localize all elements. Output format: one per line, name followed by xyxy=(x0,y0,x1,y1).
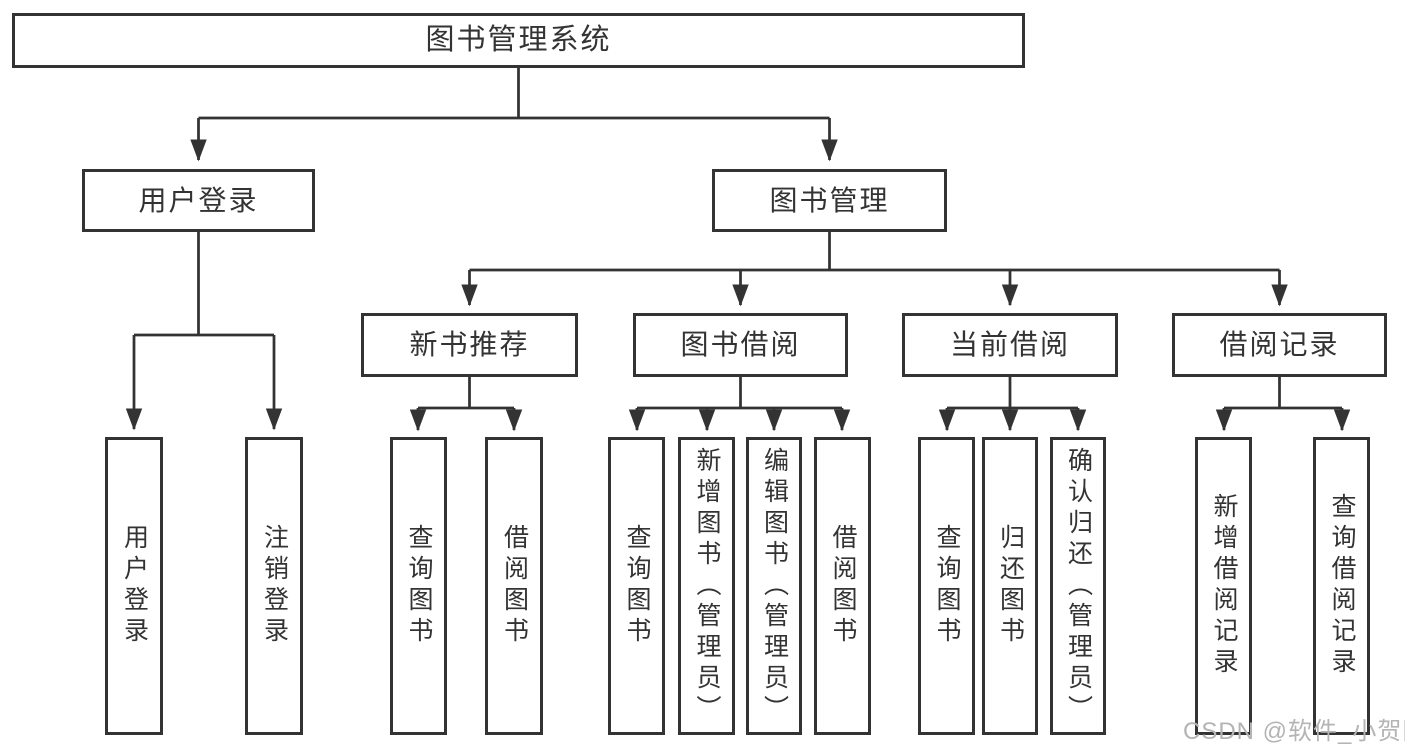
node-label: 当前借阅 xyxy=(949,329,1070,360)
leaf-query-books-1: 查询图书 xyxy=(390,437,447,735)
leaf-query-books-2: 查询图书 xyxy=(608,437,665,735)
node-book-borrowing: 图书借阅 xyxy=(633,313,848,377)
node-user-login: 用户登录 xyxy=(82,169,315,232)
node-library-management-system: 图书管理系统 xyxy=(12,13,1025,68)
node-label: 新增借阅记录 xyxy=(1210,493,1238,679)
node-label: 确认归还（管理员） xyxy=(1064,446,1093,726)
node-current-borrowing: 当前借阅 xyxy=(902,313,1118,377)
node-label: 借阅图书 xyxy=(829,524,857,648)
leaf-logout: 注销登录 xyxy=(245,437,303,735)
node-label: 用户登录 xyxy=(120,524,149,648)
leaf-query-books-3: 查询图书 xyxy=(918,437,975,735)
csdn-watermark: CSDN @软件_小贺同学 xyxy=(1183,718,1405,745)
leaf-user-login: 用户登录 xyxy=(105,437,163,735)
node-new-book-recommend: 新书推荐 xyxy=(361,313,578,377)
leaf-borrow-books-2: 借阅图书 xyxy=(814,437,871,735)
node-label: 新书推荐 xyxy=(409,329,530,360)
leaf-query-borrow-record: 查询借阅记录 xyxy=(1313,437,1370,735)
node-label: 用户登录 xyxy=(138,184,259,216)
leaf-return-books: 归还图书 xyxy=(982,437,1038,735)
node-label: 查询图书 xyxy=(405,524,433,648)
leaf-confirm-return-admin: 确认归还（管理员） xyxy=(1050,437,1106,735)
leaf-edit-book-admin: 编辑图书（管理员） xyxy=(746,437,802,735)
node-label: 查询借阅记录 xyxy=(1328,493,1356,679)
node-book-management: 图书管理 xyxy=(712,169,947,232)
node-label: 注销登录 xyxy=(260,524,289,648)
leaf-borrow-books-1: 借阅图书 xyxy=(485,437,543,735)
node-borrowing-records: 借阅记录 xyxy=(1172,313,1387,377)
node-label: 查询图书 xyxy=(933,524,961,648)
node-label: 查询图书 xyxy=(623,524,651,648)
leaf-add-book-admin: 新增图书（管理员） xyxy=(678,437,735,735)
node-label: 图书管理 xyxy=(769,184,890,216)
leaf-add-borrow-record: 新增借阅记录 xyxy=(1195,437,1252,735)
node-label: 借阅图书 xyxy=(500,524,529,648)
node-label: 图书借阅 xyxy=(680,329,801,360)
node-label: 新增图书（管理员） xyxy=(693,446,721,726)
node-label: 归还图书 xyxy=(996,524,1025,648)
node-label: 图书管理系统 xyxy=(425,24,612,56)
node-label: 借阅记录 xyxy=(1219,329,1340,360)
node-label: 编辑图书（管理员） xyxy=(760,446,789,726)
